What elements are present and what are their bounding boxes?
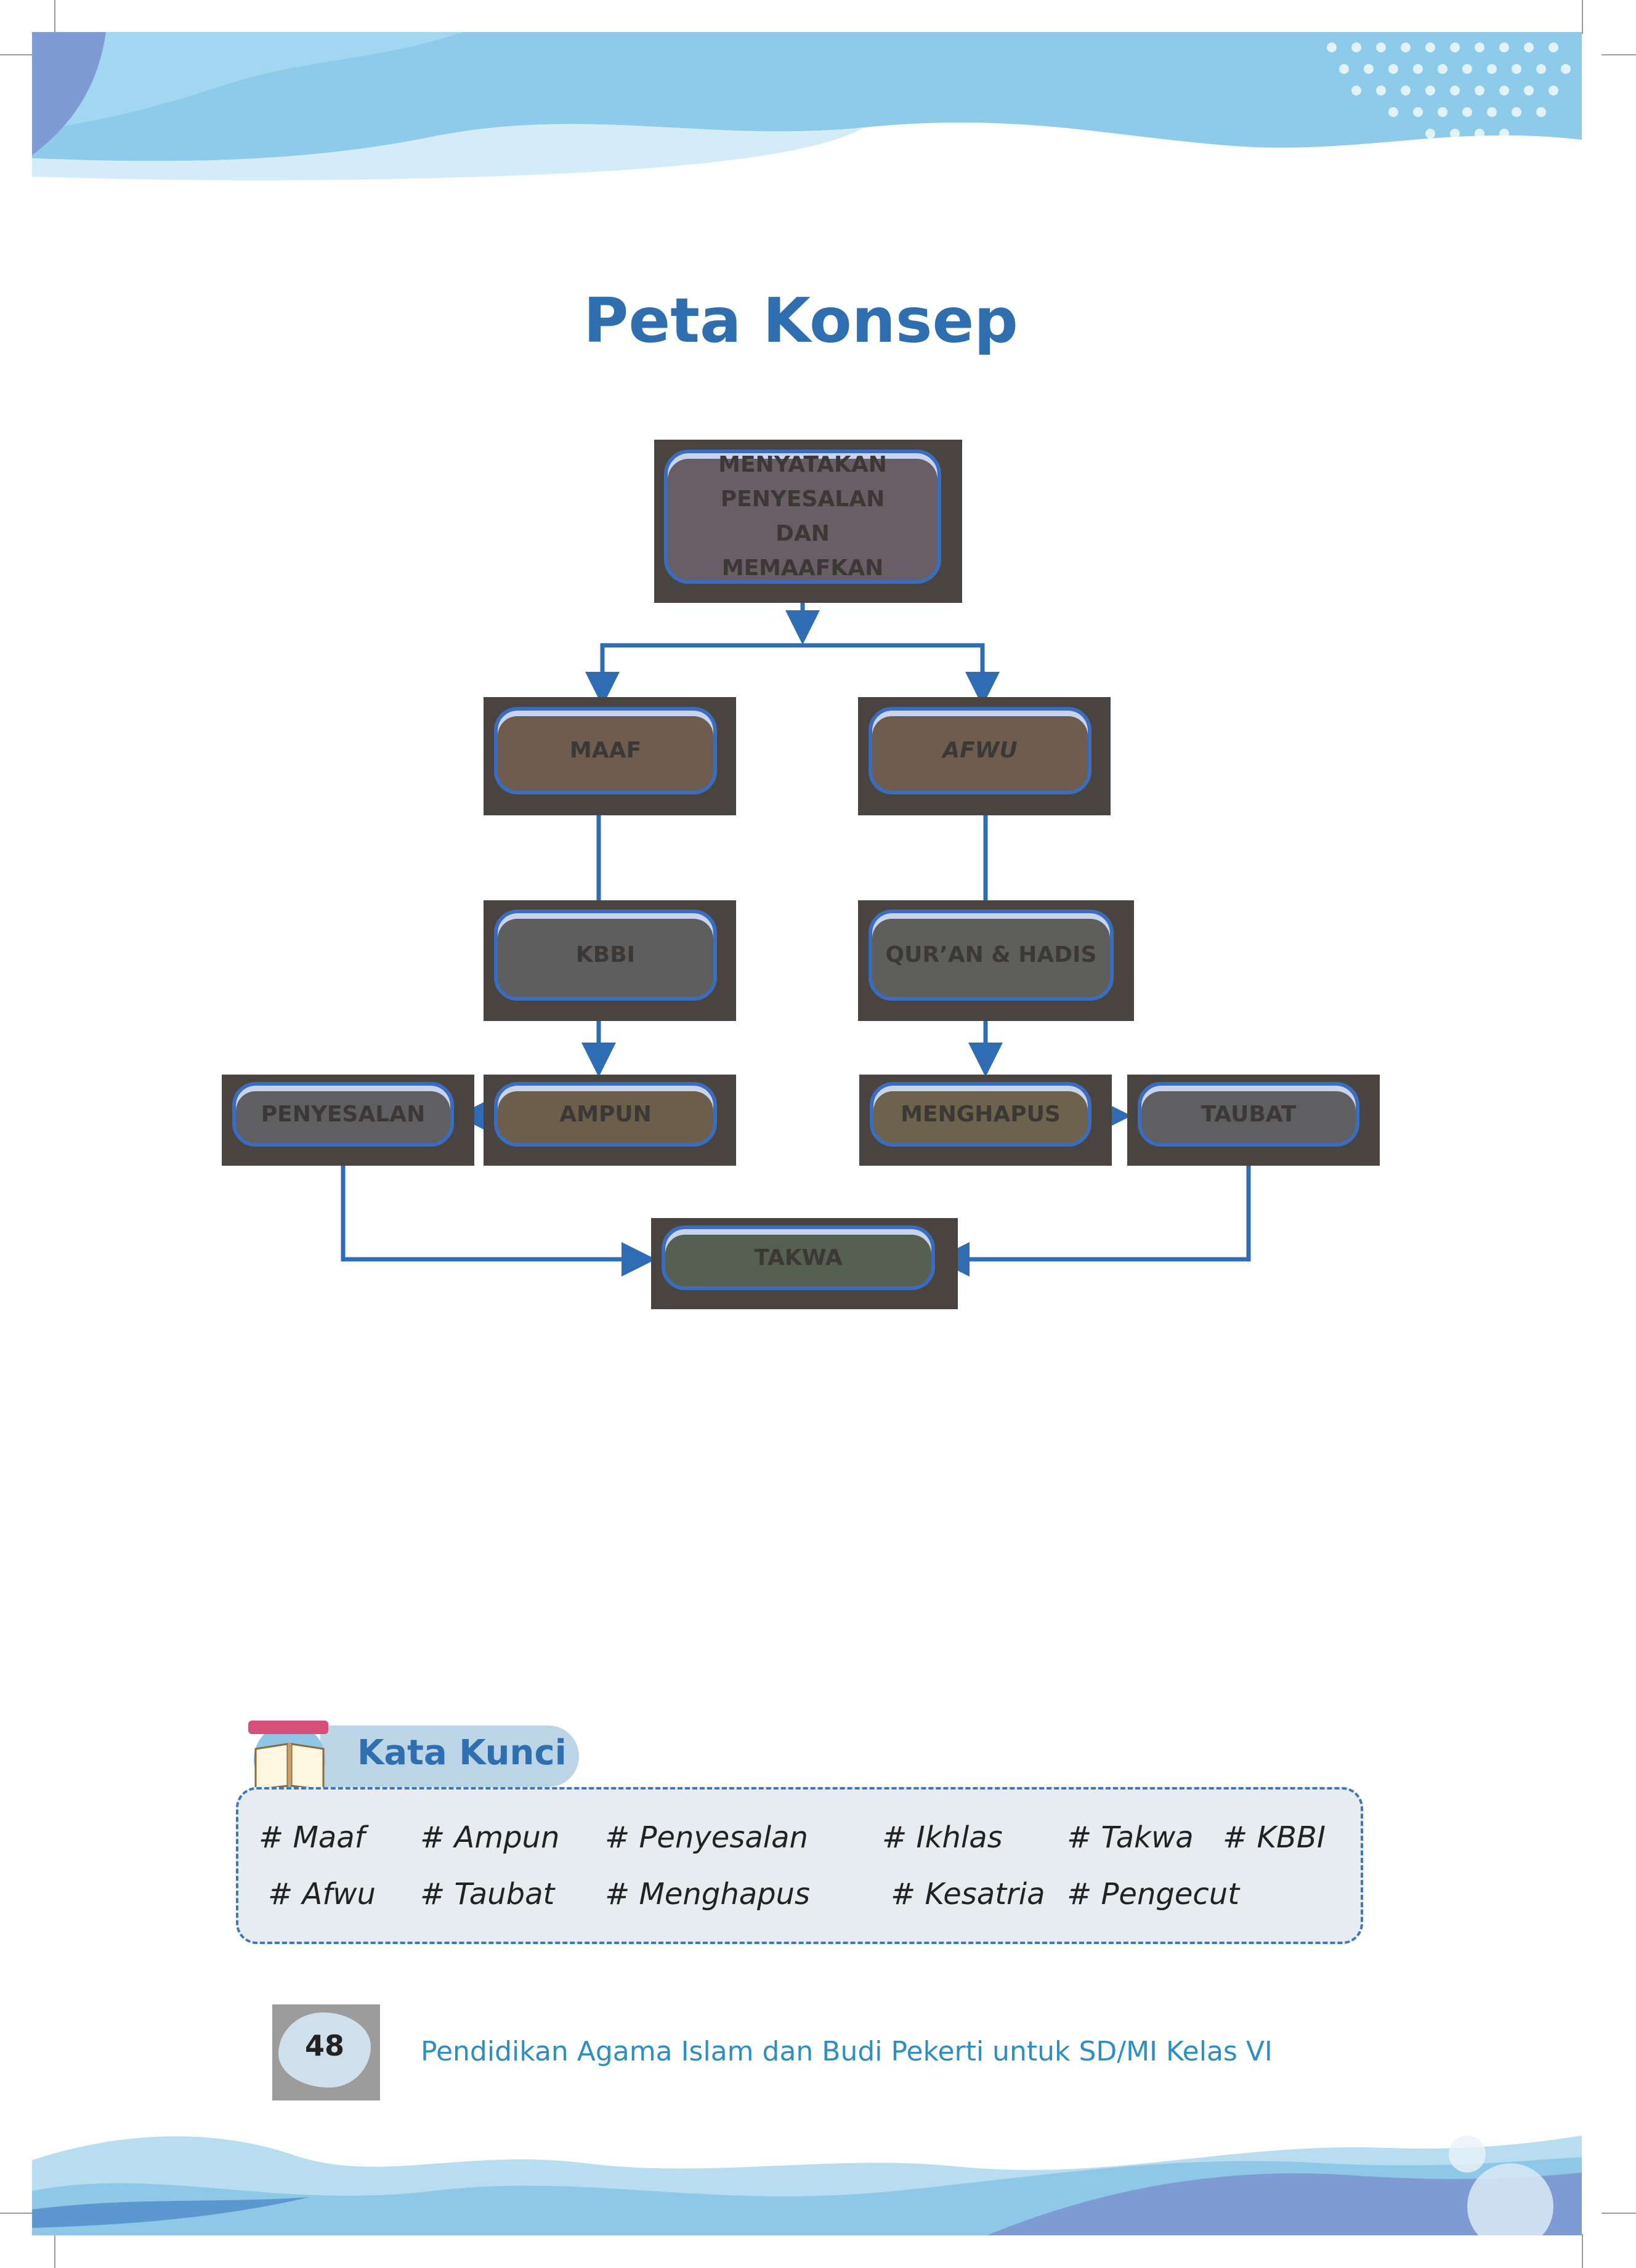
crop-mark xyxy=(0,54,34,55)
keyword: # Ampun xyxy=(420,1820,560,1855)
kata-kunci-box xyxy=(236,1787,1363,1944)
book-icon xyxy=(248,1721,328,1795)
crop-mark xyxy=(1602,54,1636,55)
node-kbbi-label: KBBI xyxy=(575,942,636,967)
keyword: # Afwu xyxy=(268,1877,376,1911)
keyword: # Pengecut xyxy=(1067,1877,1240,1911)
crop-mark xyxy=(1582,2234,1583,2268)
node-menghapus-label: MENGHAPUS xyxy=(901,1101,1061,1127)
keyword: # Taubat xyxy=(420,1877,555,1911)
node-kbbi: KBBI xyxy=(494,910,717,1001)
kata-kunci-title: Kata Kunci xyxy=(357,1733,567,1773)
book-title: Pendidikan Agama Islam dan Budi Pekerti … xyxy=(421,2036,1273,2067)
header-wave-banner xyxy=(32,32,1582,180)
node-maaf: MAAF xyxy=(494,707,717,794)
page-number: 48 xyxy=(304,2029,344,2062)
keyword: # Maaf xyxy=(259,1820,365,1855)
node-takwa: TAKWA xyxy=(662,1225,935,1290)
node-taubat: TAUBAT xyxy=(1138,1082,1359,1147)
keyword: # Penyesalan xyxy=(605,1820,808,1855)
crop-mark xyxy=(0,2213,34,2214)
keyword: # Takwa xyxy=(1067,1820,1194,1855)
node-penyesalan: PENYESALAN xyxy=(232,1082,454,1147)
node-root: MENYATAKAN PENYESALAN DAN MEMAAFKAN xyxy=(664,450,941,584)
crop-mark xyxy=(54,2234,55,2268)
keyword: # Ikhlas xyxy=(882,1820,1003,1855)
crop-mark xyxy=(1582,0,1583,34)
node-root-label: MENYATAKAN PENYESALAN DAN MEMAAFKAN xyxy=(718,452,887,581)
node-penyesalan-label: PENYESALAN xyxy=(261,1101,426,1127)
kata-kunci-tab xyxy=(320,1725,579,1787)
keyword: # Menghapus xyxy=(605,1877,811,1911)
node-taubat-label: TAUBAT xyxy=(1201,1101,1297,1127)
node-menghapus: MENGHAPUS xyxy=(870,1082,1091,1147)
page-title: Peta Konsep xyxy=(583,285,1018,357)
node-afwu-label: AFWU xyxy=(942,738,1018,763)
node-afwu: AFWU xyxy=(869,707,1091,794)
crop-mark xyxy=(1602,2213,1636,2214)
node-maaf-label: MAAF xyxy=(569,738,642,763)
node-quran-hadis: QUR’AN & HADIS xyxy=(869,910,1114,1001)
node-ampun-label: AMPUN xyxy=(559,1101,652,1127)
keyword: # Kesatria xyxy=(891,1877,1045,1911)
node-quran-hadis-label: QUR’AN & HADIS xyxy=(885,942,1097,967)
footer-wave-banner xyxy=(32,2136,1582,2235)
crop-mark xyxy=(54,0,55,34)
page-number-blob xyxy=(278,2012,371,2088)
node-takwa-label: TAKWA xyxy=(754,1245,843,1270)
keyword: # KBBI xyxy=(1223,1820,1326,1855)
node-ampun: AMPUN xyxy=(494,1082,717,1147)
